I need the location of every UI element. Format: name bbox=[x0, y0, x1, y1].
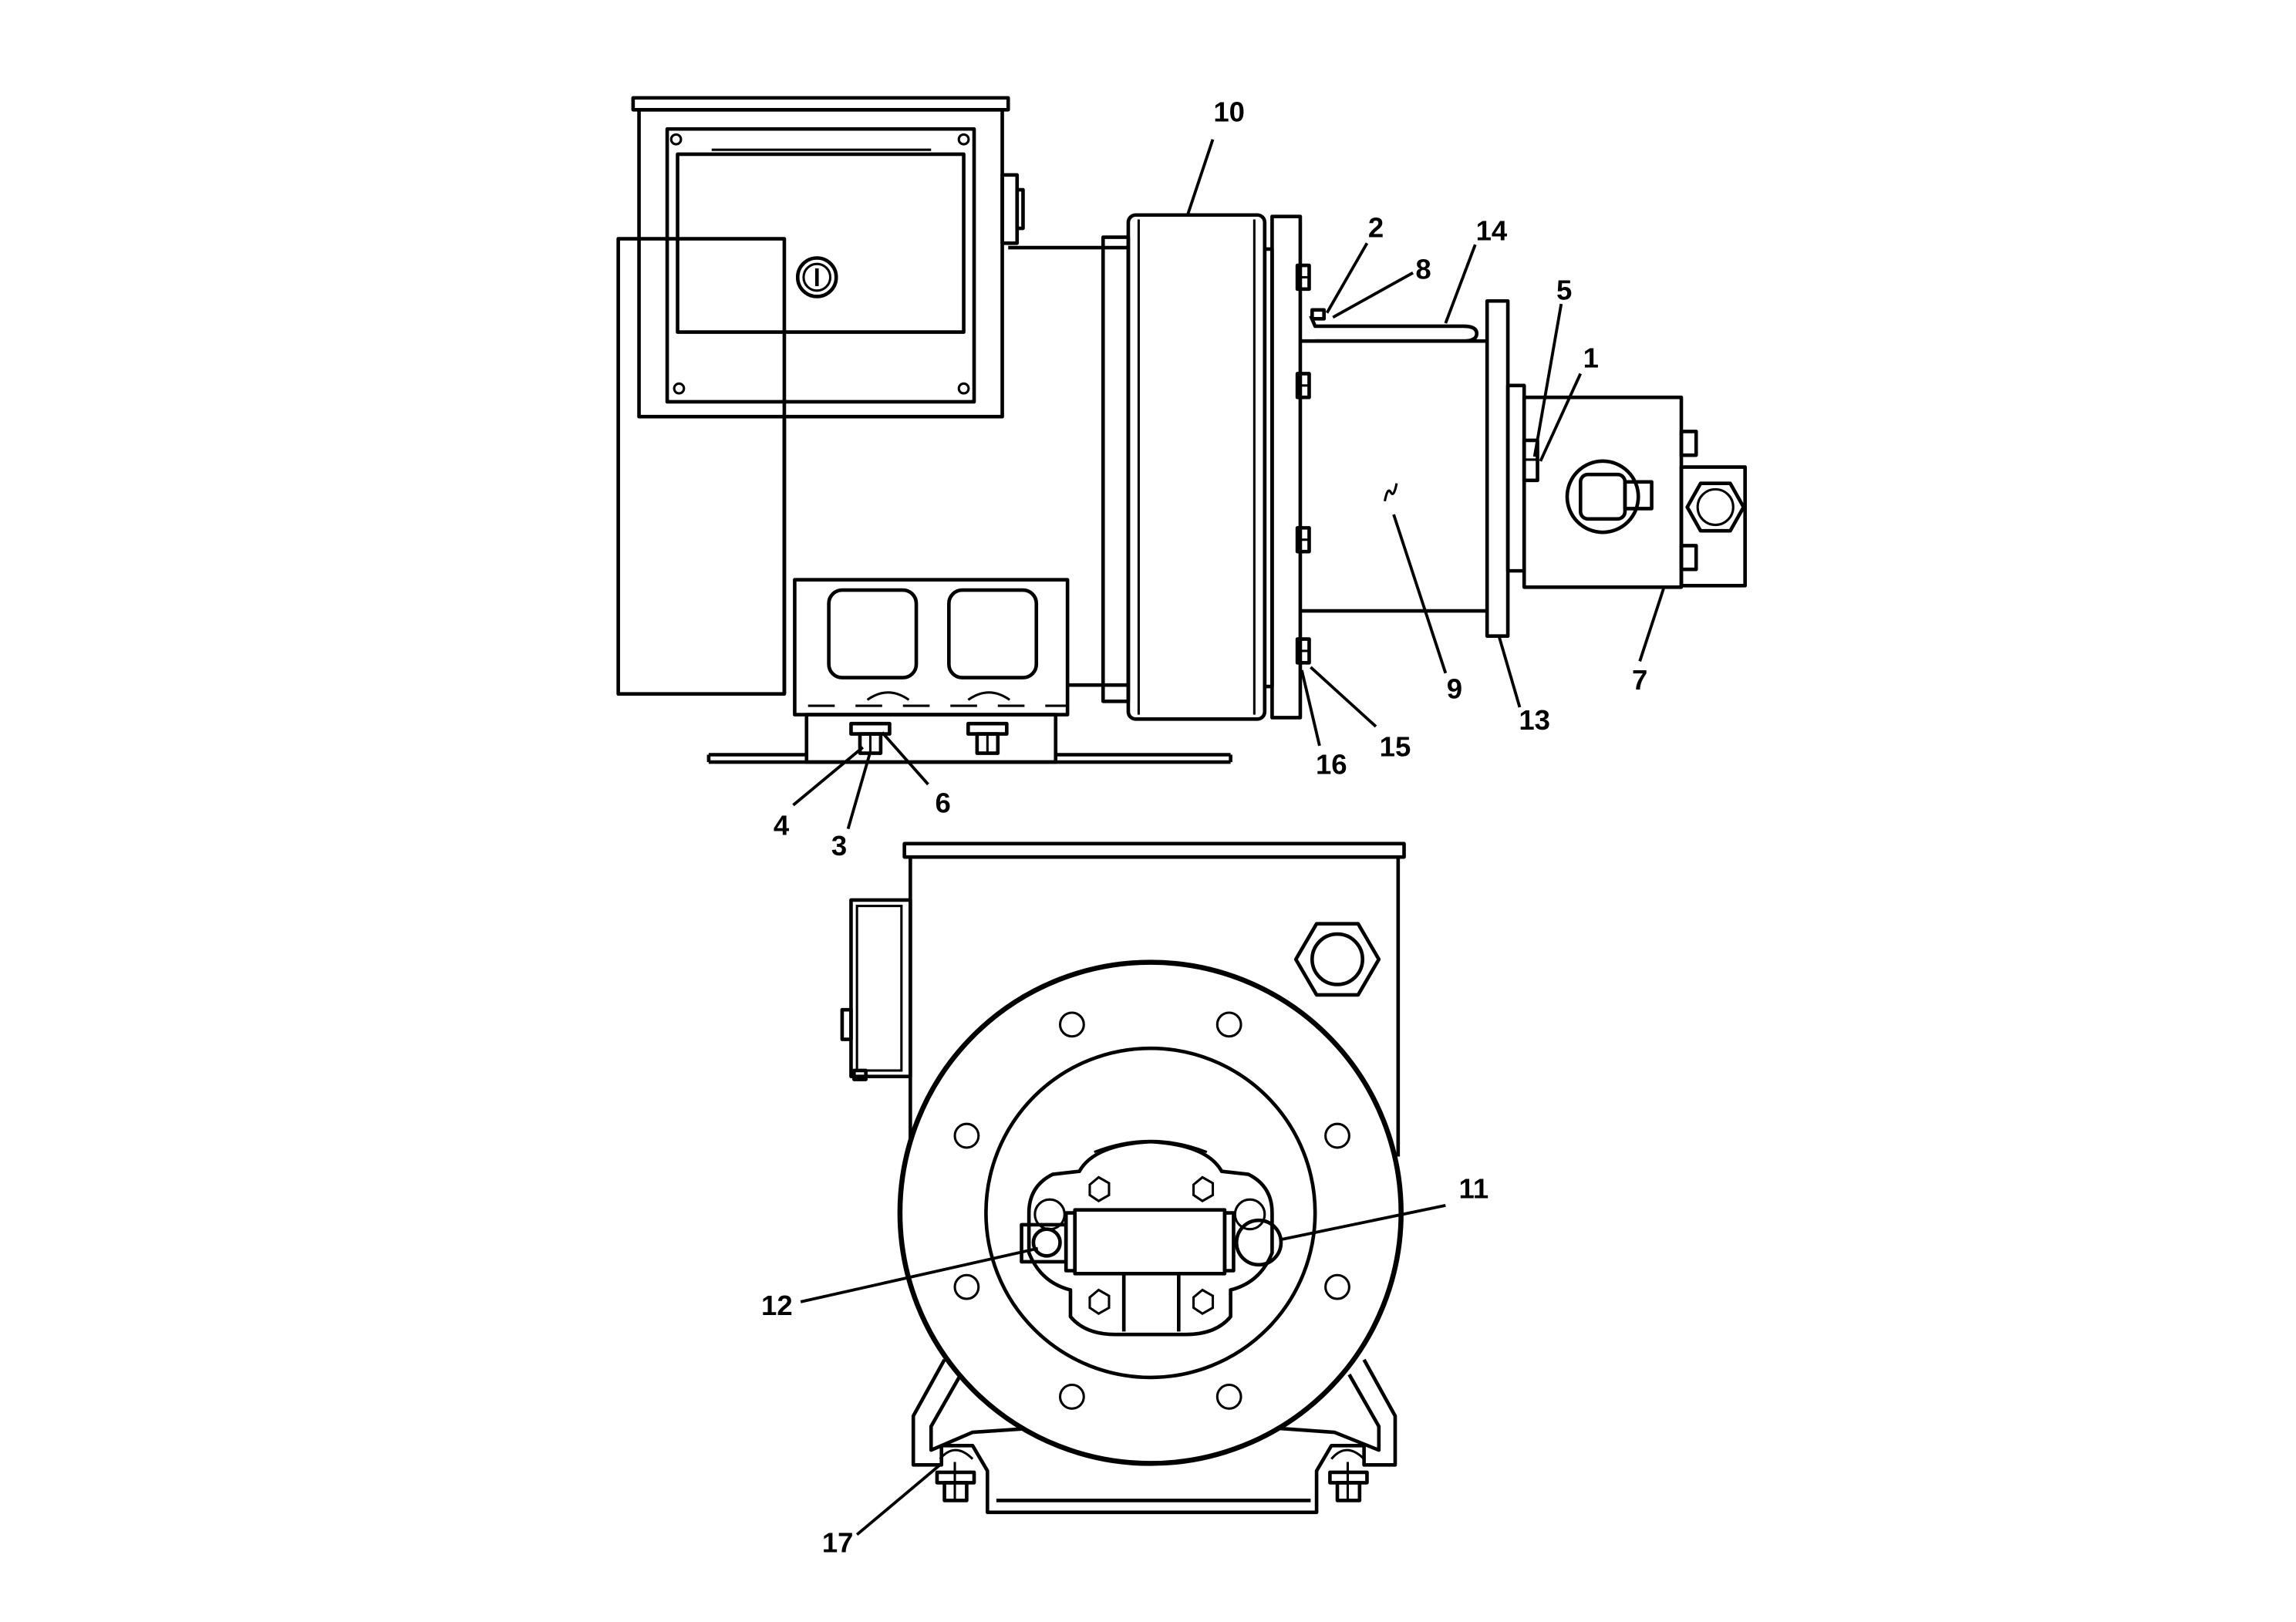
callout-label: 2 bbox=[1368, 212, 1384, 244]
callout-label: 13 bbox=[1519, 704, 1550, 736]
callout-label: 14 bbox=[1476, 214, 1508, 246]
mounting-base bbox=[911, 1358, 1397, 1515]
leader-lines bbox=[792, 139, 1665, 830]
brake-housing bbox=[1101, 213, 1303, 721]
base-bolt-icon bbox=[935, 1462, 976, 1502]
terminal-box bbox=[706, 578, 1232, 764]
callout-label: 17 bbox=[822, 1527, 854, 1559]
callout-label: 16 bbox=[1316, 748, 1347, 780]
callout-label: 3 bbox=[831, 830, 847, 862]
callout-labels: 10 2 14 8 5 1 9 13 7 15 16 6 4 3 11 12 1… bbox=[761, 96, 1647, 1559]
motor-body bbox=[616, 237, 1128, 696]
callout-label: 11 bbox=[1459, 1172, 1489, 1204]
callout-label: 5 bbox=[1556, 274, 1572, 305]
control-box bbox=[631, 96, 1025, 419]
mounting-plate bbox=[1485, 298, 1510, 639]
pump-bolt-icon bbox=[1088, 1175, 1215, 1316]
callout-label: 7 bbox=[1632, 664, 1647, 696]
callout-label: 8 bbox=[1415, 253, 1431, 285]
left-port-fitting bbox=[1020, 1198, 1077, 1273]
base-bolt-icon bbox=[1328, 1462, 1369, 1502]
motor-housing-front bbox=[840, 841, 1406, 1157]
hydraulic-pump bbox=[1505, 383, 1747, 589]
pump-front bbox=[1020, 1139, 1283, 1337]
callout-label: 9 bbox=[1447, 673, 1462, 704]
callout-label: 4 bbox=[774, 809, 790, 841]
front-view bbox=[800, 841, 1446, 1536]
cable-gland-icon bbox=[1293, 922, 1381, 997]
hose-clip bbox=[1309, 308, 1479, 343]
callout-label: 12 bbox=[761, 1290, 793, 1321]
callout-label: 10 bbox=[1213, 96, 1245, 128]
callout-label: 6 bbox=[935, 787, 950, 818]
key-switch-icon bbox=[795, 256, 838, 298]
callout-label: 1 bbox=[1583, 342, 1599, 374]
side-view bbox=[616, 96, 1747, 830]
callout-label: 15 bbox=[1380, 730, 1411, 762]
brake-flange bbox=[897, 959, 1404, 1466]
leader-lines bbox=[800, 1204, 1446, 1536]
foot-bolt-icon bbox=[966, 721, 1009, 755]
flange-bolt-holes bbox=[953, 1011, 1350, 1410]
right-port-fitting bbox=[1222, 1198, 1283, 1273]
foot-bolt-icon bbox=[849, 721, 892, 755]
